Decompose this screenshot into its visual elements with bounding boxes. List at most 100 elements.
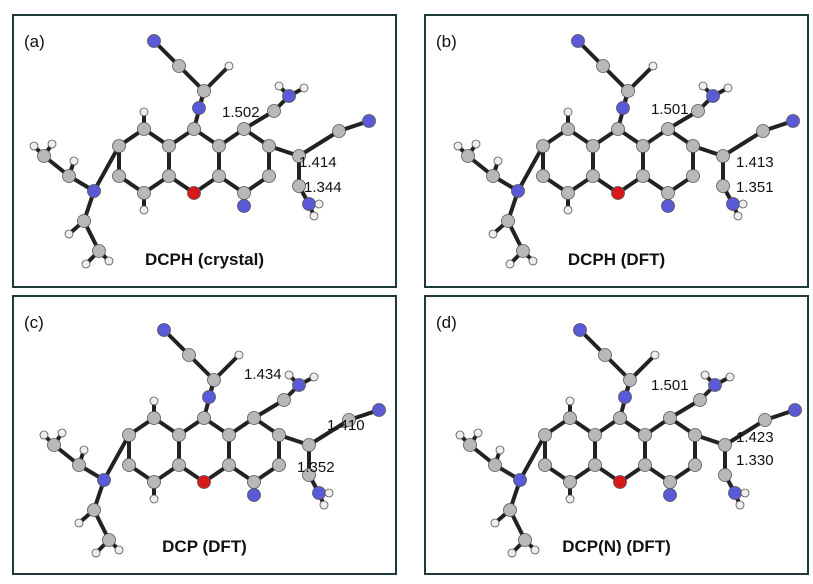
carbon-atom: [92, 244, 106, 258]
panel-title: DCPH (DFT): [567, 250, 666, 269]
molecule-dcpn-dft: 1.501 1.423 1.330: [455, 323, 802, 558]
carbon-atom: [688, 458, 702, 472]
carbon-atom: [718, 438, 732, 452]
carbon-atom: [613, 411, 627, 425]
hydrogen-atom: [700, 370, 710, 380]
carbon-atom: [611, 122, 625, 136]
molecule-dcp-dft: 1.434 1.410 1.352: [39, 323, 386, 558]
nitrogen-atom: [571, 34, 585, 48]
bond-length-label: 1.413: [736, 154, 774, 171]
hydrogen-atom: [319, 500, 329, 510]
nitrogen-atom: [511, 184, 525, 198]
hydrogen-atom: [563, 107, 573, 117]
panel-d: 1.501 1.423 1.330 (d) DCP(N) (DFT): [424, 295, 809, 575]
hydrogen-atom: [314, 199, 324, 209]
hydrogen-atom: [648, 61, 658, 71]
panel-title: DCP (DFT): [162, 537, 247, 556]
carbon-atom: [147, 411, 161, 425]
oxygen-atom: [611, 186, 625, 200]
bond-length-label: 1.501: [651, 101, 689, 118]
nitrogen-atom: [573, 323, 587, 337]
carbon-atom: [596, 59, 610, 73]
carbon-atom: [663, 475, 677, 489]
carbon-atom: [37, 149, 51, 163]
hydrogen-atom: [738, 199, 748, 209]
hydrogen-atom: [723, 83, 733, 93]
carbon-atom: [87, 503, 101, 517]
bond-length-label: 1.501: [651, 377, 689, 394]
carbon-atom: [516, 244, 530, 258]
bond-length-label: 1.434: [244, 366, 282, 383]
hydrogen-atom: [324, 488, 334, 498]
hydrogen-atom: [505, 259, 515, 269]
hydrogen-atom: [57, 428, 67, 438]
hydrogen-atom: [114, 545, 124, 555]
carbon-atom: [561, 122, 575, 136]
carbon-atom: [342, 413, 356, 427]
carbon-atom: [207, 373, 221, 387]
hydrogen-atom: [234, 350, 244, 360]
nitrogen-atom: [728, 486, 742, 500]
carbon-atom: [518, 533, 532, 547]
carbon-atom: [638, 458, 652, 472]
nitrogen-atom: [663, 488, 677, 502]
carbon-atom: [332, 124, 346, 138]
carbon-atom: [598, 348, 612, 362]
bond-length-label: 1.351: [736, 179, 774, 196]
hydrogen-atom: [139, 107, 149, 117]
hydrogen-atom: [565, 494, 575, 504]
nitrogen-atom: [87, 184, 101, 198]
carbon-atom: [538, 428, 552, 442]
carbon-atom: [588, 428, 602, 442]
nitrogen-atom: [192, 101, 206, 115]
carbon-atom: [112, 169, 126, 183]
nitrogen-atom: [372, 403, 386, 417]
panel-label: (c): [24, 313, 44, 332]
hydrogen-atom: [309, 372, 319, 382]
nitrogen-atom: [706, 89, 720, 103]
carbon-atom: [262, 169, 276, 183]
molecule-dcph-dft: 1.501 1.413 1.351: [453, 34, 800, 269]
carbon-atom: [718, 468, 732, 482]
carbon-atom: [212, 169, 226, 183]
carbon-atom: [586, 169, 600, 183]
carbon-atom: [122, 428, 136, 442]
hydrogen-atom: [735, 500, 745, 510]
nitrogen-atom: [247, 488, 261, 502]
hydrogen-atom: [47, 139, 57, 149]
carbon-atom: [503, 503, 517, 517]
hydrogen-atom: [69, 156, 79, 166]
nitrogen-atom: [362, 114, 376, 128]
panel-b: 1.501 1.413 1.351 (b) DCPH (DFT): [424, 14, 809, 288]
carbon-atom: [72, 458, 86, 472]
carbon-atom: [463, 438, 477, 452]
carbon-atom: [102, 533, 116, 547]
carbon-atom: [663, 411, 677, 425]
carbon-atom: [536, 169, 550, 183]
carbon-atom: [162, 169, 176, 183]
carbon-atom: [237, 186, 251, 200]
nitrogen-atom: [661, 199, 675, 213]
carbon-atom: [486, 169, 500, 183]
bond-stick: [516, 144, 545, 193]
carbon-atom: [501, 214, 515, 228]
carbon-atom: [267, 104, 281, 118]
carbon-atom: [77, 214, 91, 228]
hydrogen-atom: [149, 396, 159, 406]
bond-stick: [297, 129, 341, 158]
carbon-atom: [661, 122, 675, 136]
carbon-atom: [187, 122, 201, 136]
oxygen-atom: [613, 475, 627, 489]
carbon-atom: [756, 124, 770, 138]
panel-c: 1.434 1.410 1.352 (c) DCP (DFT): [12, 295, 397, 575]
hydrogen-atom: [493, 156, 503, 166]
carbon-atom: [563, 411, 577, 425]
nitrogen-atom: [302, 197, 316, 211]
bond-stick: [102, 433, 131, 482]
panel-a: 1.502 1.414 1.344 (a) DCPH (crystal): [12, 14, 397, 288]
carbon-atom: [686, 169, 700, 183]
carbon-atom: [62, 169, 76, 183]
hydrogen-atom: [650, 350, 660, 360]
nitrogen-atom: [618, 390, 632, 404]
bond-stick: [721, 129, 765, 158]
